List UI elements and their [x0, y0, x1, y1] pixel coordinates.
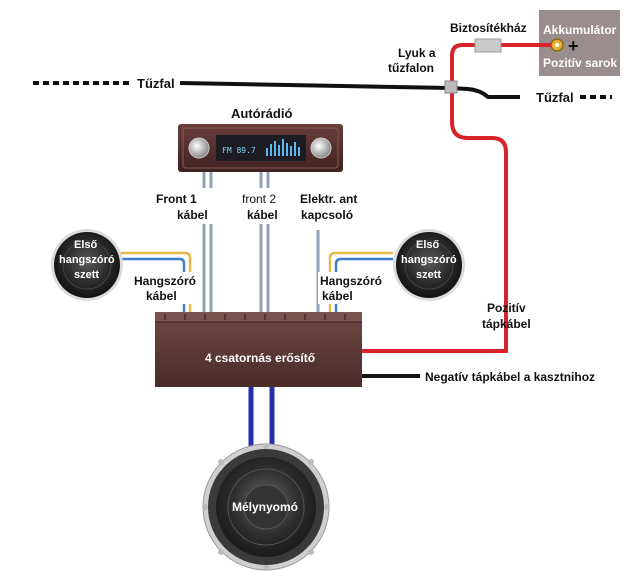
right-speaker-label-line3: szett: [416, 269, 441, 281]
right-speaker-cables: [328, 251, 393, 314]
right-speaker-label-line2: hangszóró: [401, 254, 457, 266]
subwoofer-label: Mélynyomó: [232, 500, 298, 514]
volume-knob-icon: [188, 137, 210, 159]
radio-display-text: FM 89.7: [222, 146, 256, 155]
speaker-cable-right-label-line2: kábel: [322, 289, 353, 303]
battery-label-line2: Pozitív sarok: [543, 56, 617, 70]
antenna-label-line2: kapcsoló: [301, 208, 353, 222]
speaker-cable-left-label-bg: [132, 272, 198, 304]
amplifier-box: [155, 312, 362, 387]
fuse-box-label: Biztosítékház: [450, 21, 527, 35]
negative-cable-label: Negatív tápkábel a kasztnihoz: [425, 370, 595, 384]
antenna-label-line1: Elektr. ant: [300, 192, 357, 206]
amplifier-label: 4 csatornás erősítő: [205, 351, 315, 365]
positive-cable-label-line2: tápkábel: [482, 317, 531, 331]
positive-cable-label-line1: Pozitív: [487, 301, 526, 315]
left-front-speaker-icon: [51, 229, 123, 301]
front1-label-line1: Front 1: [156, 192, 197, 206]
front2-label-bg: [240, 188, 292, 224]
left-speaker-cables: [120, 251, 192, 314]
left-speaker-label-line1: Első: [74, 239, 98, 251]
fuse-holder-icon: [474, 38, 502, 53]
positive-power-cable: [362, 43, 508, 353]
right-front-speaker-icon: [393, 229, 465, 301]
hole-label-line2: tűzfalon: [388, 61, 434, 75]
firewall-left-label-bg: [133, 74, 179, 92]
front2-label-line1: front 2: [242, 192, 276, 206]
speaker-cable-left-label-line2: kábel: [146, 289, 177, 303]
front2-label-line2: kábel: [247, 208, 278, 222]
firewall-grommet-icon: [444, 80, 458, 94]
firewall-line: [33, 81, 612, 99]
head-unit-label: Autórádió: [231, 106, 292, 121]
subwoofer-cables: [248, 387, 275, 452]
head-unit-faceplate: [182, 127, 339, 169]
speaker-cable-left-label-line1: Hangszóró: [134, 274, 196, 288]
speaker-cable-right-label-bg: [318, 272, 384, 304]
right-speaker-label-line1: Első: [416, 239, 440, 251]
front1-label-line2: kábel: [177, 208, 208, 222]
battery-terminal-hole: [555, 43, 559, 47]
speaker-cable-right-label-line1: Hangszóró: [320, 274, 382, 288]
left-speaker-label-line3: szett: [74, 269, 99, 281]
battery-label-line1: Akkumulátor: [543, 23, 617, 37]
tuning-knob-icon: [310, 137, 332, 159]
firewall-left-label: Tűzfal: [137, 76, 175, 91]
firewall-right-label: Tűzfal: [536, 90, 574, 105]
subwoofer-icon: [202, 443, 330, 571]
equalizer-bars-icon: [266, 139, 300, 156]
left-speaker-label-line2: hangszóró: [59, 254, 115, 266]
hole-label-line1: Lyuk a: [398, 46, 436, 60]
front1-label-bg: [150, 188, 220, 224]
battery-plus-sign: +: [568, 36, 579, 56]
firewall-right-label-bg: [532, 88, 578, 106]
